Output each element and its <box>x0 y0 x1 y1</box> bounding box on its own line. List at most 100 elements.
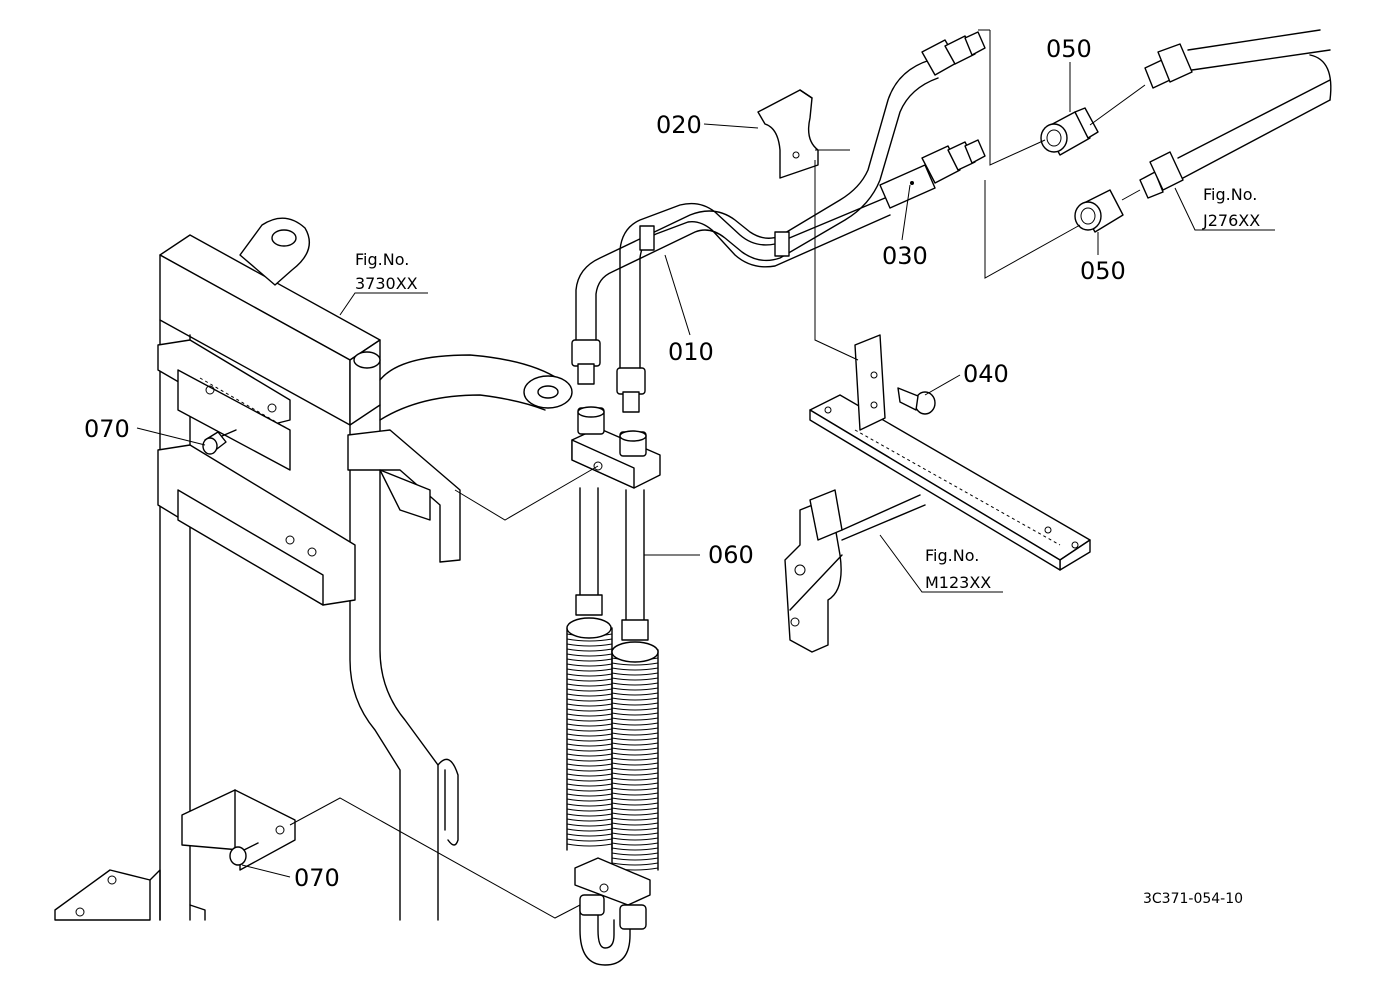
callout-010: 010 <box>668 338 714 366</box>
cooler-fin <box>611 822 659 826</box>
frame-assembly <box>54 217 573 921</box>
cooler-fin <box>566 723 613 727</box>
cooler-fin <box>566 803 613 807</box>
cooler-fin <box>566 728 613 732</box>
cooler-fin <box>611 767 659 771</box>
cooler-fin <box>611 792 659 796</box>
cooler-fin <box>566 758 613 762</box>
cooler-fin <box>611 812 659 816</box>
oil-cooler-060 <box>566 406 661 966</box>
cooler-fin <box>611 712 659 716</box>
cooler-fin <box>566 778 613 782</box>
adapter-050-lower <box>1074 189 1124 233</box>
cooler-fin <box>566 658 613 662</box>
cooler-fin <box>566 763 613 767</box>
fig-ref-title-m123: Fig.No. <box>925 546 979 565</box>
cooler-fin <box>566 693 613 697</box>
cooler-fin <box>611 857 659 861</box>
fig-ref-title-3730: Fig.No. <box>355 250 409 269</box>
cooler-fin <box>566 648 613 652</box>
cooler-fin <box>611 687 659 691</box>
cooler-fin <box>566 838 613 842</box>
cooler-fin <box>611 667 659 671</box>
cooler-fin <box>611 732 659 736</box>
cooler-fin <box>566 718 613 722</box>
cooler-fin <box>566 738 613 742</box>
callout-labels: 020 010 030 040 050 050 060 070 070 <box>84 35 1126 892</box>
cooler-fin <box>611 817 659 821</box>
bracket-040 <box>809 334 1091 571</box>
cooler-fin <box>611 727 659 731</box>
cooler-fins-right <box>611 657 659 871</box>
cooler-fin <box>566 813 613 817</box>
cooler-fin <box>566 823 613 827</box>
cooler-fin <box>611 837 659 841</box>
remote-pipes-j276 <box>1139 29 1332 199</box>
clamp-020 <box>757 89 819 179</box>
cooler-fin <box>611 742 659 746</box>
cooler-fin <box>611 777 659 781</box>
cooler-fin <box>611 807 659 811</box>
cooler-fin <box>566 808 613 812</box>
cooler-fin <box>566 743 613 747</box>
cooler-fin <box>566 698 613 702</box>
fig-ref-code-j276: J276XX <box>1202 211 1260 230</box>
cooler-fin <box>566 818 613 822</box>
cooler-fin <box>566 653 613 657</box>
fig-ref-title-j276: Fig.No. <box>1203 185 1257 204</box>
cooler-fin <box>566 733 613 737</box>
cooler-fin <box>611 832 659 836</box>
cooler-fin <box>566 773 613 777</box>
callout-050-lower: 050 <box>1080 257 1126 285</box>
cooler-fin <box>566 638 613 642</box>
cooler-fin <box>566 663 613 667</box>
cooler-fin <box>611 797 659 801</box>
cooler-fin <box>611 677 659 681</box>
cooler-fin <box>611 762 659 766</box>
cooler-fin <box>611 722 659 726</box>
cooler-fin <box>566 678 613 682</box>
fig-ref-code-m123: M123XX <box>925 573 991 592</box>
cooler-fin <box>566 683 613 687</box>
cooler-fin <box>611 827 659 831</box>
callout-050-upper: 050 <box>1046 35 1092 63</box>
cooler-fin <box>611 842 659 846</box>
cooler-fin <box>566 643 613 647</box>
cooler-fin <box>566 783 613 787</box>
cooler-fin <box>611 672 659 676</box>
cooler-fin <box>566 708 613 712</box>
cooler-fin <box>611 747 659 751</box>
cooler-fin <box>611 702 659 706</box>
cooler-fin <box>611 847 659 851</box>
cooler-fin <box>611 717 659 721</box>
callout-060: 060 <box>708 541 754 569</box>
cooler-fin <box>611 752 659 756</box>
cooler-fin <box>566 768 613 772</box>
figure-references: Fig.No. 3730XX Fig.No. J276XX Fig.No. M1… <box>355 185 1260 592</box>
cooler-fin <box>611 862 659 866</box>
callout-020: 020 <box>656 111 702 139</box>
cooler-fin <box>566 833 613 837</box>
drawing-code: 3C371-054-10 <box>1143 891 1243 907</box>
adapter-050-upper <box>1040 107 1099 156</box>
cooler-fin <box>611 662 659 666</box>
bolt-070-upper <box>202 429 237 455</box>
cooler-fin <box>611 772 659 776</box>
cooler-fin <box>566 673 613 677</box>
cooler-fin <box>566 753 613 757</box>
cooler-fin <box>566 688 613 692</box>
callout-070-lower: 070 <box>294 864 340 892</box>
callout-040: 040 <box>963 360 1009 388</box>
bolt-070-lower <box>229 842 259 866</box>
mount-bracket-m123 <box>784 489 926 653</box>
cooler-fin <box>611 697 659 701</box>
cooler-fin <box>566 828 613 832</box>
cooler-fin <box>566 843 613 847</box>
leader-lines <box>136 29 1275 919</box>
oil-pipe-010 <box>571 31 986 413</box>
callout-030: 030 <box>882 242 928 270</box>
cooler-fin <box>611 787 659 791</box>
cooler-fin <box>611 757 659 761</box>
cooler-fin <box>566 748 613 752</box>
